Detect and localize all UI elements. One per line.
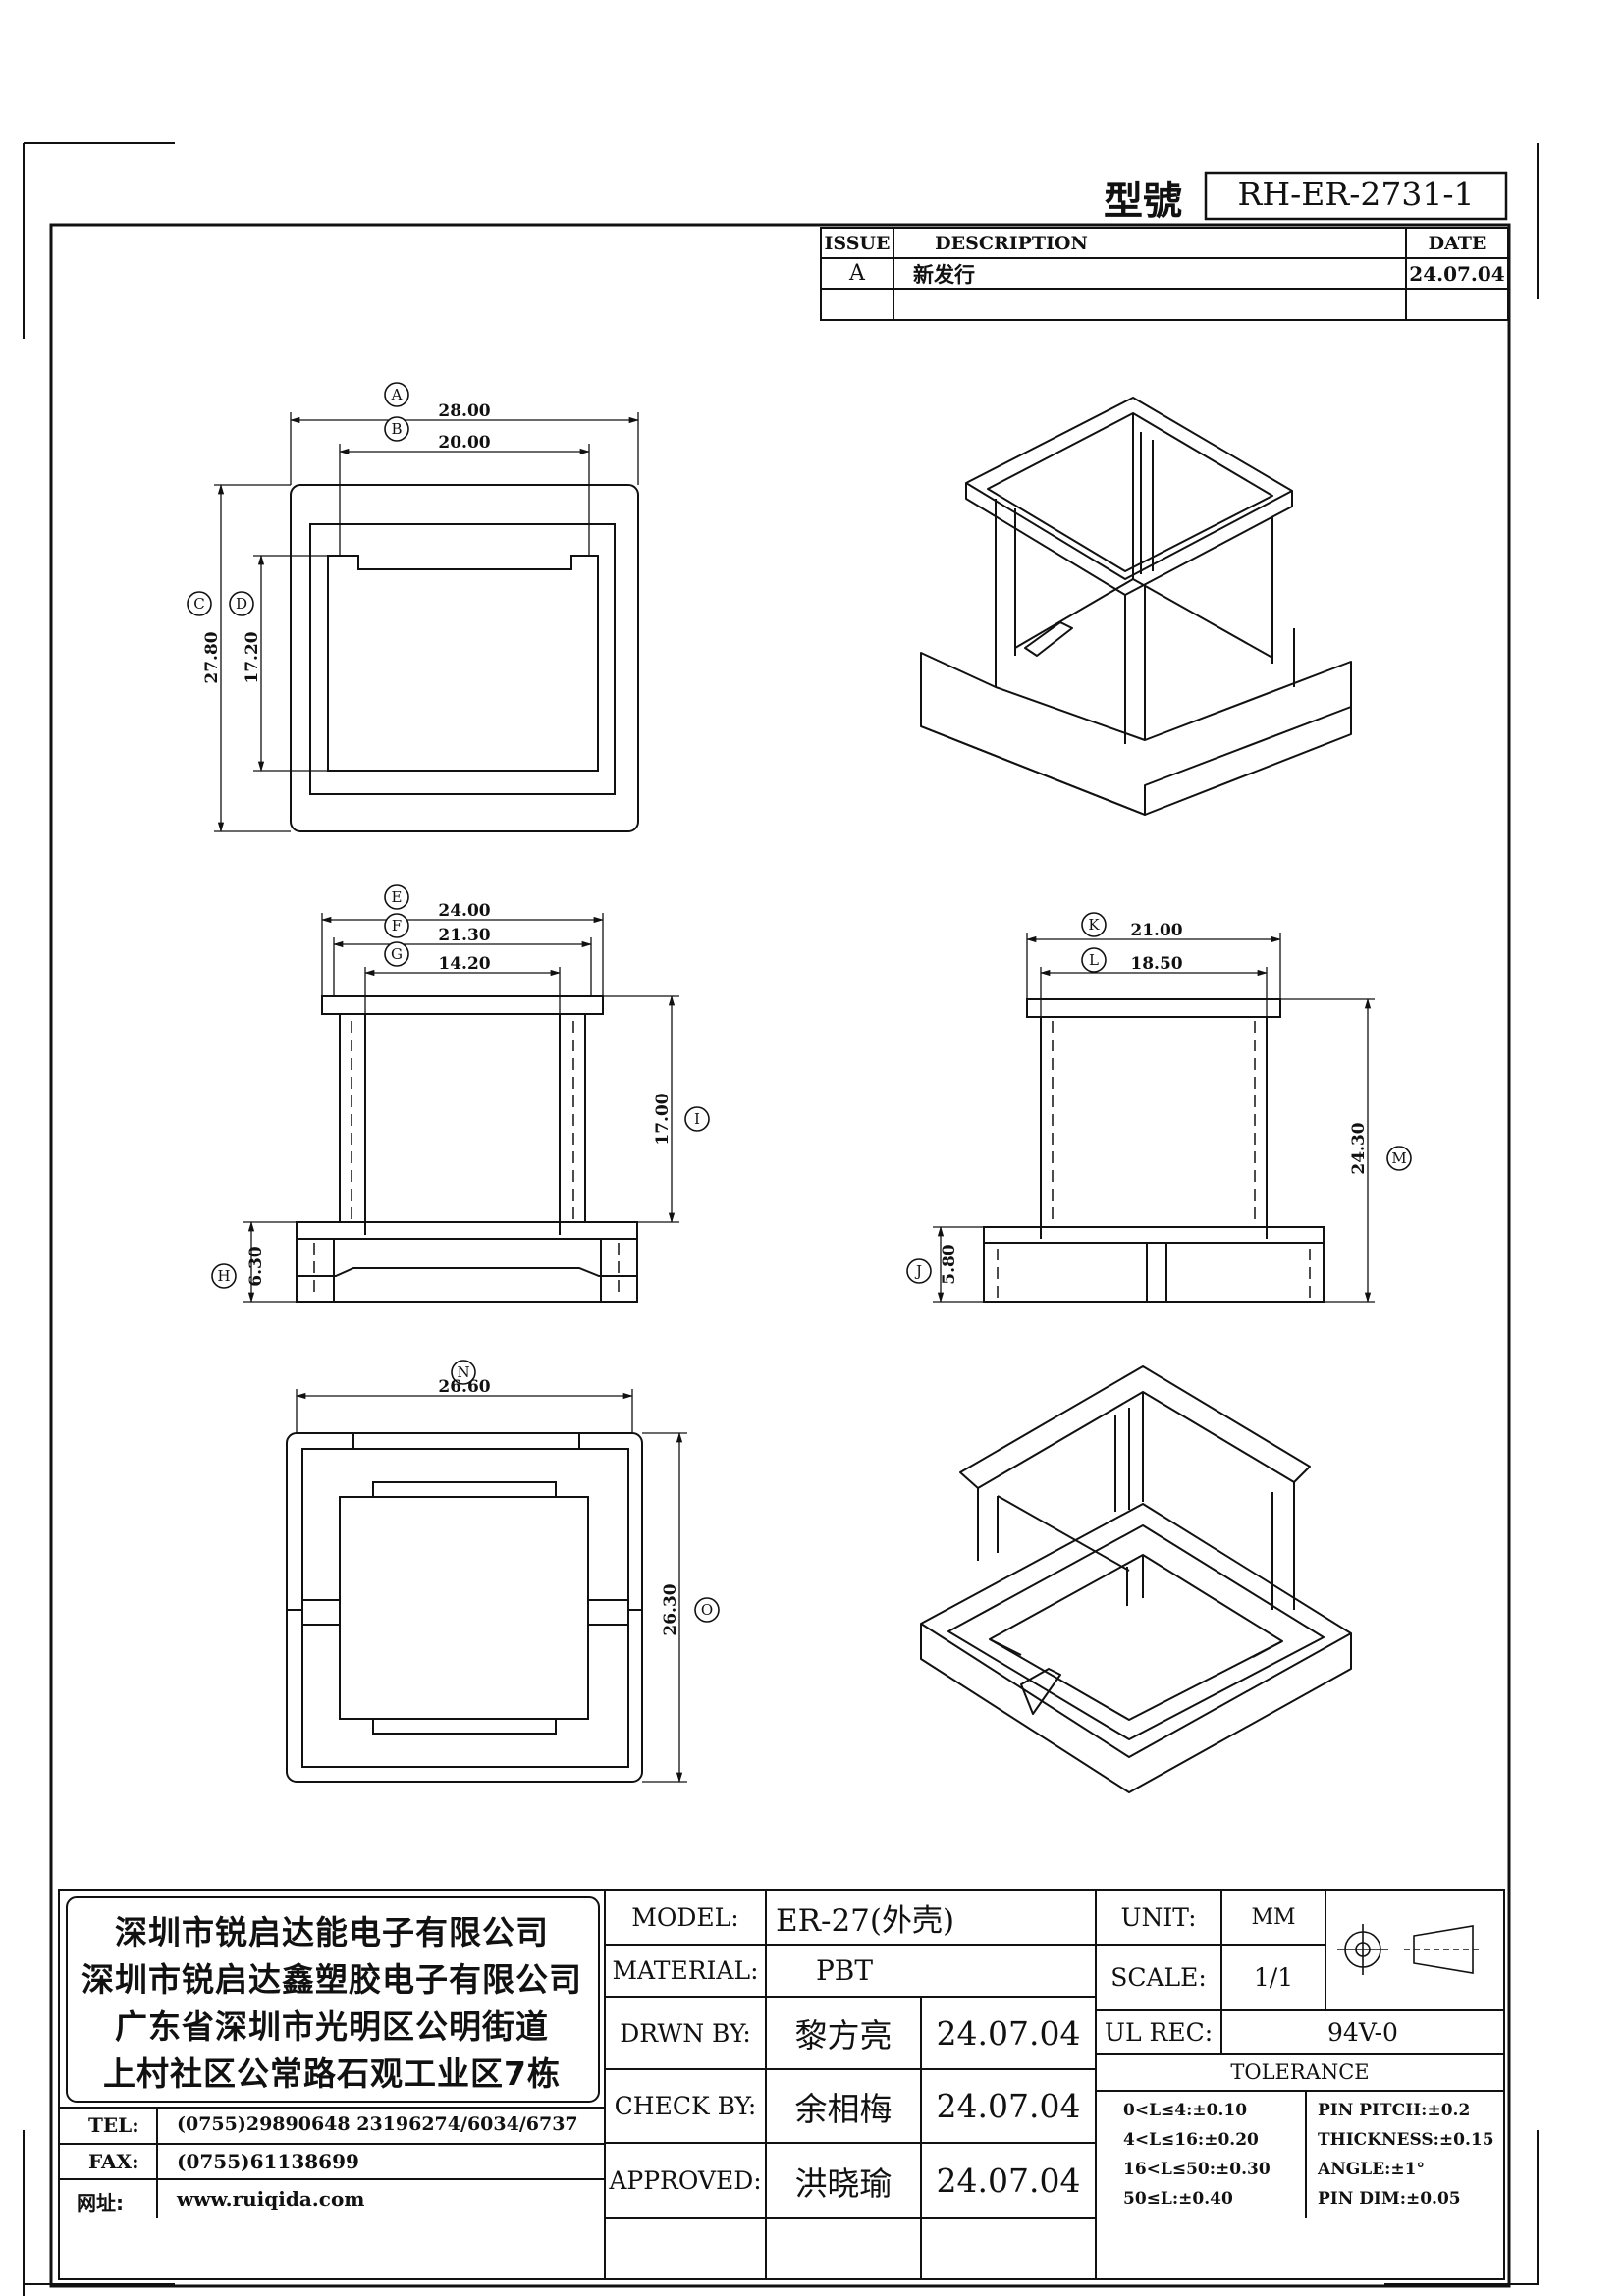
unit-value: MM	[1251, 1904, 1296, 1930]
dim-tag-M: M	[1391, 1149, 1406, 1167]
side-view	[933, 933, 1375, 1304]
dim-value-K: 21.00	[1130, 921, 1182, 940]
drawn-by-label: DRWN BY:	[620, 2018, 751, 2048]
drawn-date: 24.07.04	[936, 2013, 1081, 2053]
dim-value-D: 17.20	[243, 631, 262, 683]
sheet-corner-marks	[23, 142, 1539, 2296]
dim-value-A: 28.00	[438, 401, 490, 421]
approved-label: APPROVED:	[609, 2166, 762, 2195]
approved-date: 24.07.04	[936, 2162, 1081, 2200]
company-address-2: 上村社区公常路石观工业区7栋	[103, 2055, 561, 2093]
dim-value-E: 24.00	[438, 901, 490, 921]
tolerance-right-3: ANGLE:±1°	[1318, 2160, 1426, 2179]
dim-tag-E: E	[392, 888, 403, 906]
tolerance-left-1: 0<L≤4:±0.10	[1123, 2101, 1248, 2120]
tolerance-left-3: 16<L≤50:±0.30	[1123, 2160, 1271, 2179]
dim-value-H: 6.30	[246, 1246, 266, 1287]
web-value: www.ruiqida.com	[177, 2187, 365, 2211]
rev-header-date: DATE	[1428, 232, 1487, 254]
tolerance-label: TOLERANCE	[1230, 2060, 1370, 2084]
dim-tag-B: B	[391, 420, 402, 438]
scale-label: SCALE:	[1110, 1963, 1207, 1992]
dim-value-M: 24.30	[1349, 1122, 1369, 1174]
tolerance-right-1: PIN PITCH:±0.2	[1318, 2101, 1471, 2120]
top-view	[214, 412, 640, 833]
model-label: 型號	[1104, 178, 1182, 224]
dim-value-C: 27.80	[202, 631, 222, 683]
web-label: 网址:	[77, 2191, 124, 2215]
isometric-view-top	[920, 397, 1352, 816]
ul-rec-value: 94V-0	[1327, 2017, 1398, 2047]
ul-rec-label: UL REC:	[1104, 2017, 1214, 2047]
dim-tag-N: N	[457, 1363, 469, 1381]
company-name-2: 深圳市锐启达鑫塑胶电子有限公司	[81, 1960, 582, 1999]
unit-label: UNIT:	[1120, 1902, 1197, 1932]
dimension-tags	[187, 382, 1412, 1623]
front-view	[243, 913, 679, 1304]
dim-value-J: 5.80	[940, 1244, 959, 1285]
company-name-1: 深圳市锐启达能电子有限公司	[115, 1913, 549, 1951]
dim-value-L: 18.50	[1130, 954, 1182, 974]
rev-description: 新发行	[913, 262, 975, 287]
tel-value: (0755)29890648 23196274/6034/6737	[177, 2113, 578, 2135]
dim-value-I: 17.00	[653, 1093, 673, 1145]
dim-tag-O: O	[701, 1601, 713, 1619]
scale-value: 1/1	[1253, 1963, 1294, 1992]
model-field-label: MODEL:	[631, 1902, 739, 1932]
check-by-name: 余相梅	[794, 2089, 893, 2128]
revision-table-grid	[820, 227, 1509, 321]
dim-tag-L: L	[1089, 951, 1099, 969]
drawn-by-name: 黎方亮	[794, 2016, 893, 2055]
dim-tag-A: A	[391, 386, 403, 403]
rev-header-description: DESCRIPTION	[935, 232, 1088, 254]
dim-value-G: 14.20	[438, 954, 490, 974]
fax-value: (0755)61138699	[177, 2150, 359, 2173]
tolerance-left-2: 4<L≤16:±0.20	[1123, 2130, 1259, 2150]
dim-tag-F: F	[392, 917, 402, 934]
material-value: PBT	[815, 1954, 874, 1987]
isometric-view-bottom	[920, 1365, 1352, 1793]
projection-symbol	[1337, 1924, 1483, 1975]
dim-tag-J: J	[914, 1262, 922, 1280]
model-number: RH-ER-2731-1	[1237, 175, 1475, 213]
dim-value-F: 21.30	[438, 926, 490, 945]
fax-label: FAX:	[88, 2150, 139, 2173]
tolerance-right-4: PIN DIM:±0.05	[1318, 2189, 1461, 2209]
dim-tag-H: H	[217, 1267, 230, 1285]
title-block-grid	[58, 1889, 1505, 2280]
dim-tag-D: D	[236, 595, 247, 613]
dimension-tag-letters: A B C D E F G H I K L J M N O	[193, 386, 1406, 1619]
rev-date: 24.07.04	[1409, 261, 1505, 286]
model-field-value: ER-27(外壳)	[776, 1902, 955, 1939]
tolerance-left-4: 50≤L:±0.40	[1123, 2189, 1233, 2209]
dim-value-O: 26.30	[661, 1583, 680, 1635]
dim-tag-I: I	[694, 1110, 700, 1128]
rev-header-issue: ISSUE	[824, 232, 891, 254]
dim-tag-K: K	[1088, 916, 1100, 934]
model-number-box	[1204, 171, 1508, 221]
rev-issue: A	[849, 261, 865, 286]
bottom-view	[286, 1389, 687, 1784]
dim-tag-C: C	[193, 595, 204, 613]
company-address-1: 广东省深圳市光明区公明街道	[115, 2007, 549, 2046]
tel-label: TEL:	[88, 2113, 139, 2137]
dim-tag-G: G	[391, 945, 403, 963]
check-by-label: CHECK BY:	[614, 2092, 757, 2120]
dim-value-B: 20.00	[438, 433, 490, 453]
approved-name: 洪晓瑜	[794, 2163, 893, 2203]
material-label: MATERIAL:	[612, 1956, 759, 1985]
dim-value-N: 26.60	[438, 1377, 490, 1397]
tolerance-right-2: THICKNESS:±0.15	[1318, 2130, 1494, 2150]
sheet-border	[49, 223, 1511, 2288]
check-date: 24.07.04	[936, 2087, 1081, 2125]
